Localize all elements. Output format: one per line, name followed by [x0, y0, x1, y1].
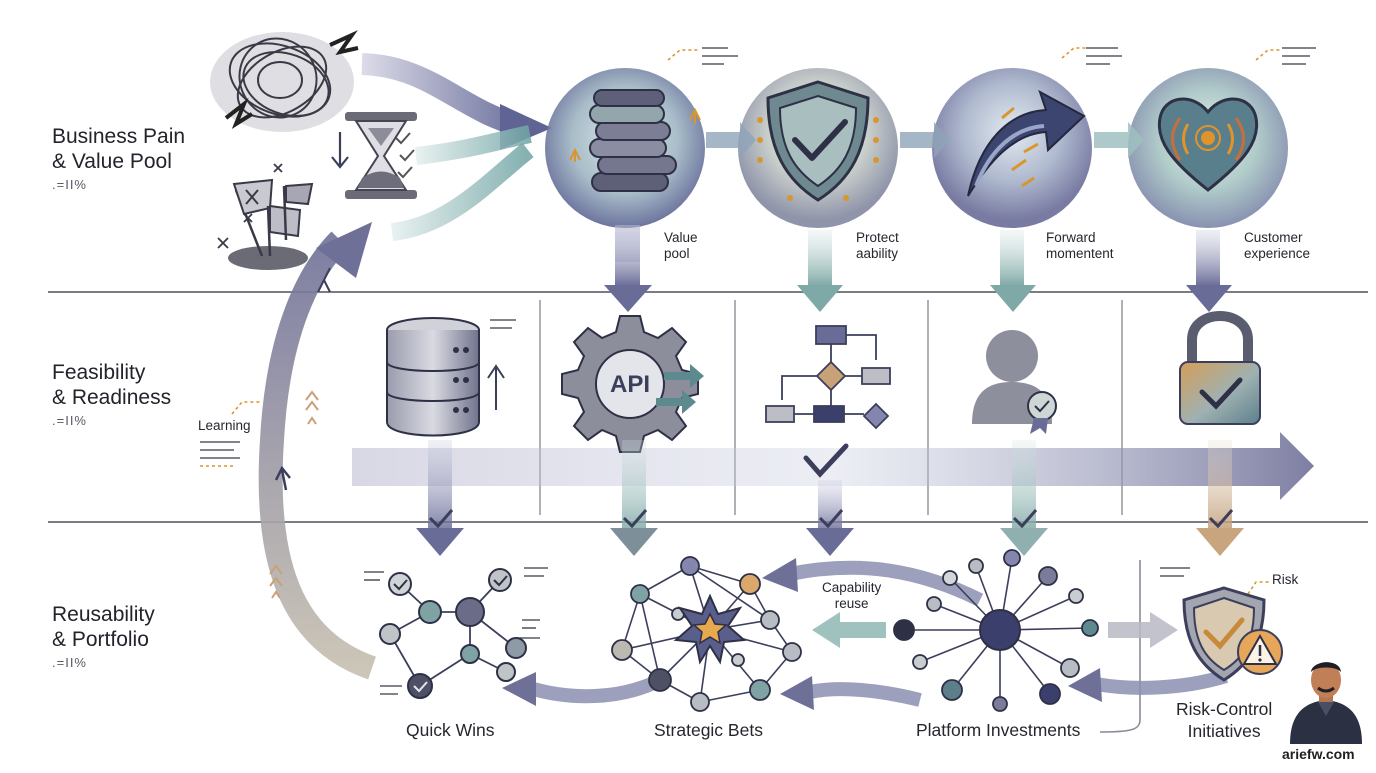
padlock-check-icon	[1179, 311, 1261, 425]
brand-label: ariefw.com	[1282, 746, 1355, 762]
capability-reuse-label: Capability reuse	[822, 580, 881, 612]
value-label-customer: Customer experience	[1244, 230, 1310, 262]
value-label-4-line2: experience	[1244, 246, 1311, 261]
category-strategic-bets: Strategic Bets	[654, 720, 763, 740]
capability-reuse-line2: reuse	[834, 596, 869, 611]
row-title-pain-line1: Business Pain	[52, 125, 186, 148]
network-icon	[379, 568, 527, 699]
capability-reuse-line1: Capability	[822, 580, 882, 595]
database-icon	[386, 317, 505, 437]
row-title-pain-glyphs: .=II%	[52, 177, 87, 192]
learning-loop-arrow	[231, 222, 377, 680]
readiness-band-arrow	[352, 432, 1314, 500]
person-badge-icon	[972, 330, 1057, 434]
api-label: API	[610, 371, 650, 398]
api-gear-icon: API	[561, 315, 704, 453]
scribble-cloud-icon	[210, 30, 359, 132]
value-label-3-line2: momentent	[1046, 246, 1114, 261]
annotation-marks	[200, 47, 1316, 733]
category-quick-wins: Quick Wins	[406, 720, 495, 740]
hourglass-icon	[331, 112, 417, 199]
row-title-reusability: Reusability & Portfolio .=II%	[52, 602, 155, 672]
flowchart-icon	[765, 325, 891, 430]
portfolio-flow-arrows	[502, 558, 1229, 710]
value-label-forward: Forward momentent	[1046, 230, 1114, 262]
value-label-3-line1: Forward	[1046, 230, 1096, 245]
value-label-2-line2: aability	[856, 246, 899, 261]
value-label-protect: Protect aability	[856, 230, 899, 262]
risk-tag: Risk	[1272, 572, 1299, 587]
value-connectors	[706, 122, 1144, 158]
category-risk-control-line2: Initiatives	[1187, 721, 1261, 741]
row-title-pain-line2: & Value Pool	[52, 150, 172, 173]
heart-signal-icon	[1157, 97, 1259, 192]
value-label-1-line1: Value	[664, 230, 698, 245]
forward-arrow-icon	[967, 89, 1086, 197]
star-network-icon	[611, 556, 802, 712]
row-title-feasibility-line2: & Readiness	[52, 386, 172, 409]
row-title-feasibility: Feasibility & Readiness .=II%	[52, 360, 171, 430]
value-label-1-line2: pool	[664, 246, 690, 261]
row-title-reusability-line2: & Portfolio	[52, 628, 149, 651]
hub-network-icon	[893, 549, 1099, 712]
flags-icon	[217, 163, 314, 270]
pain-to-value-arrows	[361, 53, 552, 241]
warning-icon	[1237, 629, 1283, 675]
learning-label: Learning	[198, 418, 251, 433]
value-label-value-pool: Value pool	[664, 230, 698, 262]
row-title-pain: Business Pain & Value Pool .=II%	[52, 124, 185, 194]
coins-icon	[569, 89, 701, 192]
category-risk-control-line1: Risk-Control	[1176, 699, 1273, 719]
row-title-reusability-line1: Reusability	[52, 603, 155, 626]
shield-check-icon	[757, 80, 879, 202]
value-circle-3	[932, 68, 1092, 312]
row-title-feasibility-line1: Feasibility	[52, 361, 146, 384]
avatar	[1288, 660, 1364, 744]
category-risk-control: Risk-Control Initiatives	[1176, 698, 1272, 742]
value-label-2-line1: Protect	[856, 230, 899, 245]
row-title-reusability-glyphs: .=II%	[52, 655, 87, 670]
row-dividers	[48, 291, 1368, 523]
category-platform-investments: Platform Investments	[916, 720, 1081, 740]
row-title-feasibility-glyphs: .=II%	[52, 413, 87, 428]
readiness-drop-arrows	[416, 440, 1244, 556]
value-label-4-line1: Customer	[1244, 230, 1303, 245]
